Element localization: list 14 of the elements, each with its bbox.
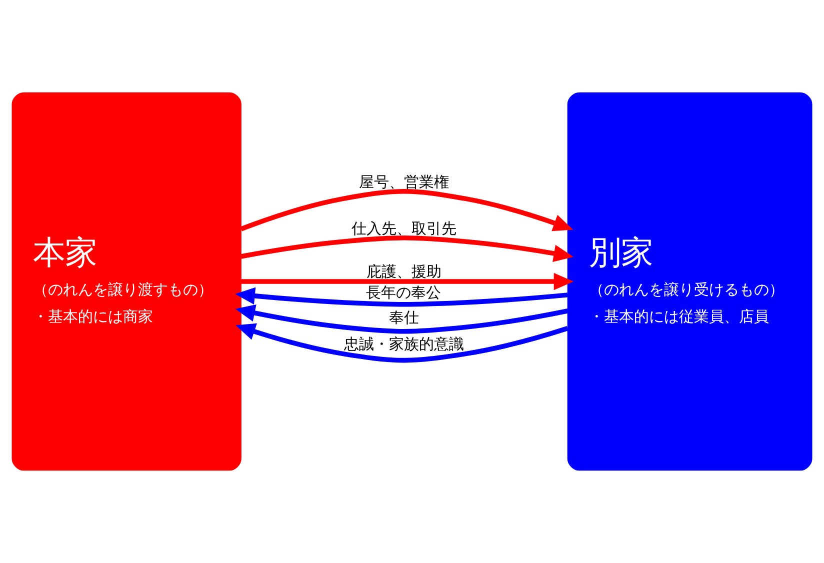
- arrow: [241, 272, 574, 290]
- edge-label: 屋号、営業権: [359, 172, 450, 191]
- edge-label: 長年の奉公: [366, 284, 442, 302]
- node-box: 別家 （のれんを譲り受けるもの） ・基本的には従業員、店員: [567, 92, 812, 471]
- arrow: [240, 235, 574, 262]
- edge-label: 忠誠・家族的意識: [344, 334, 464, 353]
- edge-label: 庇護、援助: [366, 262, 442, 281]
- arrow: [235, 287, 568, 307]
- node-box: 本家 （のれんを譲り渡すもの） ・基本的には商家: [12, 92, 242, 471]
- edge-label: 奉仕: [389, 308, 420, 326]
- edge-label: 仕入先、取引先: [351, 220, 456, 238]
- arrow: [240, 189, 574, 232]
- arrow: [235, 304, 568, 334]
- arrow: [236, 323, 568, 363]
